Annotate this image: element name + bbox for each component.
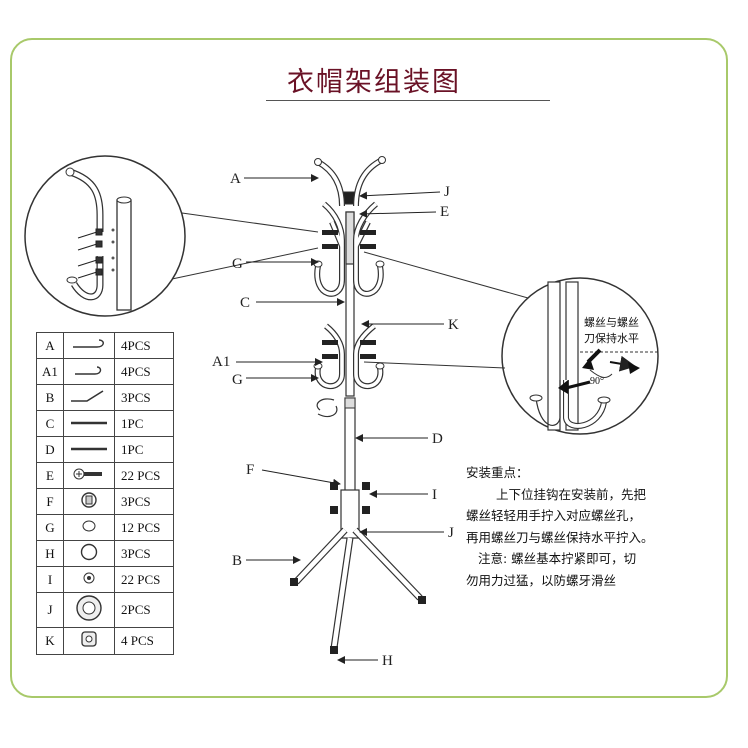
notes-para2-line1: 注意: 螺丝基本拧紧即可，切 — [478, 551, 637, 566]
page-title: 衣帽架组装图 — [287, 67, 461, 98]
part-qty: 3PCS — [114, 488, 174, 515]
part-key: H — [36, 540, 64, 567]
small-hook-icon — [63, 358, 115, 385]
label-h: H — [382, 653, 393, 669]
label-a1: A1 — [212, 354, 230, 370]
label-a: A — [230, 171, 241, 187]
notes-para1-line3: 再用螺丝刀与螺丝保持水平拧入。 — [466, 529, 654, 545]
part-qty: 3PCS — [114, 384, 174, 411]
part-qty: 2PCS — [114, 592, 174, 628]
part-key: J — [36, 592, 64, 628]
parts-table: A 4PCS A1 4PCS B 3PCS C 1PC D 1PC E 22 PCS F 3PCS G 12 … — [36, 332, 174, 655]
label-j-bottom: J — [448, 525, 454, 541]
leg-icon — [63, 384, 115, 411]
screw-icon — [63, 462, 115, 489]
parts-row: A 4PCS — [36, 332, 174, 359]
washer-icon — [63, 566, 115, 593]
part-qty: 4 PCS — [114, 627, 174, 655]
parts-row: E 22 PCS — [36, 462, 174, 489]
foot-cap-icon — [63, 540, 115, 567]
part-qty: 3PCS — [114, 540, 174, 567]
parts-row: F 3PCS — [36, 488, 174, 515]
angle-label: 90° — [590, 376, 604, 387]
notes-heading: 安装重点： — [466, 465, 529, 480]
assembly-notes: 安装重点： 上下位挂钩在安装前，先把 螺丝轻轻用手拧入对应螺丝孔， 再用螺丝刀与… — [466, 462, 748, 591]
parts-row: B 3PCS — [36, 384, 174, 411]
part-qty: 1PC — [114, 410, 174, 437]
label-e: E — [440, 204, 449, 220]
part-key: C — [36, 410, 64, 437]
parts-row: J 2PCS — [36, 592, 174, 628]
rod-icon — [63, 410, 115, 437]
outer-frame — [10, 38, 728, 698]
zoom-note-line2: 刀保持水平 — [584, 331, 639, 345]
parts-row: A1 4PCS — [36, 358, 174, 385]
label-j-top: J — [444, 184, 450, 200]
cap-icon — [63, 514, 115, 541]
title-underline — [266, 100, 550, 101]
coat-rack-drawing — [290, 156, 426, 654]
label-b: B — [232, 553, 242, 569]
label-g-top: G — [232, 256, 243, 272]
notes-para1-line2: 螺丝轻轻用手拧入对应螺丝孔， — [466, 508, 642, 523]
label-g-mid: G — [232, 372, 243, 388]
part-qty: 12 PCS — [114, 514, 174, 541]
parts-row: H 3PCS — [36, 540, 174, 567]
part-qty: 4PCS — [114, 358, 174, 385]
part-key: B — [36, 384, 64, 411]
part-qty: 1PC — [114, 436, 174, 463]
part-key: A1 — [36, 358, 64, 385]
right-zoom-circle: 螺丝与螺丝 刀保持水平 90° — [363, 251, 660, 435]
zoom-note-line1: 螺丝与螺丝 — [584, 316, 639, 329]
label-k: K — [448, 317, 459, 333]
part-key: E — [36, 462, 64, 489]
notes-para2-line2: 勿用力过猛，以防螺牙滑丝 — [466, 572, 617, 588]
parts-row: G 12 PCS — [36, 514, 174, 541]
part-qty: 4PCS — [114, 332, 174, 359]
notes-para1-line1: 上下位挂钩在安装前，先把 — [496, 486, 647, 502]
part-qty: 22 PCS — [114, 566, 174, 593]
knob-icon — [63, 592, 115, 628]
part-key: D — [36, 436, 64, 463]
label-f: F — [246, 462, 254, 478]
part-qty: 22 PCS — [114, 462, 174, 489]
part-key: F — [36, 488, 64, 515]
label-c: C — [240, 295, 250, 311]
label-i: I — [432, 487, 437, 503]
left-zoom-circle — [24, 155, 319, 317]
parts-row: C 1PC — [36, 410, 174, 437]
rod-icon — [63, 436, 115, 463]
part-key: K — [36, 627, 64, 655]
label-d: D — [432, 431, 443, 447]
hook-icon — [63, 332, 115, 359]
part-key: A — [36, 332, 64, 359]
connector-icon — [63, 488, 115, 515]
parts-row: I 22 PCS — [36, 566, 174, 593]
parts-row: D 1PC — [36, 436, 174, 463]
nut-icon — [63, 627, 115, 655]
part-key: G — [36, 514, 64, 541]
parts-row: K 4 PCS — [36, 627, 174, 655]
part-key: I — [36, 566, 64, 593]
